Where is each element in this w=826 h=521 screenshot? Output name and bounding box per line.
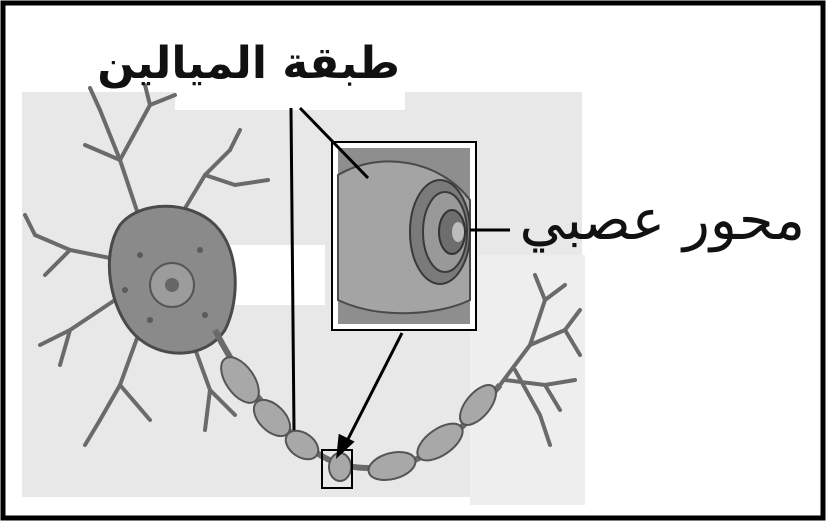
zoom-inset-myelin-roll [332, 142, 476, 330]
myelin-sheath-label: طبقة الميالين [185, 38, 400, 89]
axon-label: محور عصبي [505, 188, 805, 253]
